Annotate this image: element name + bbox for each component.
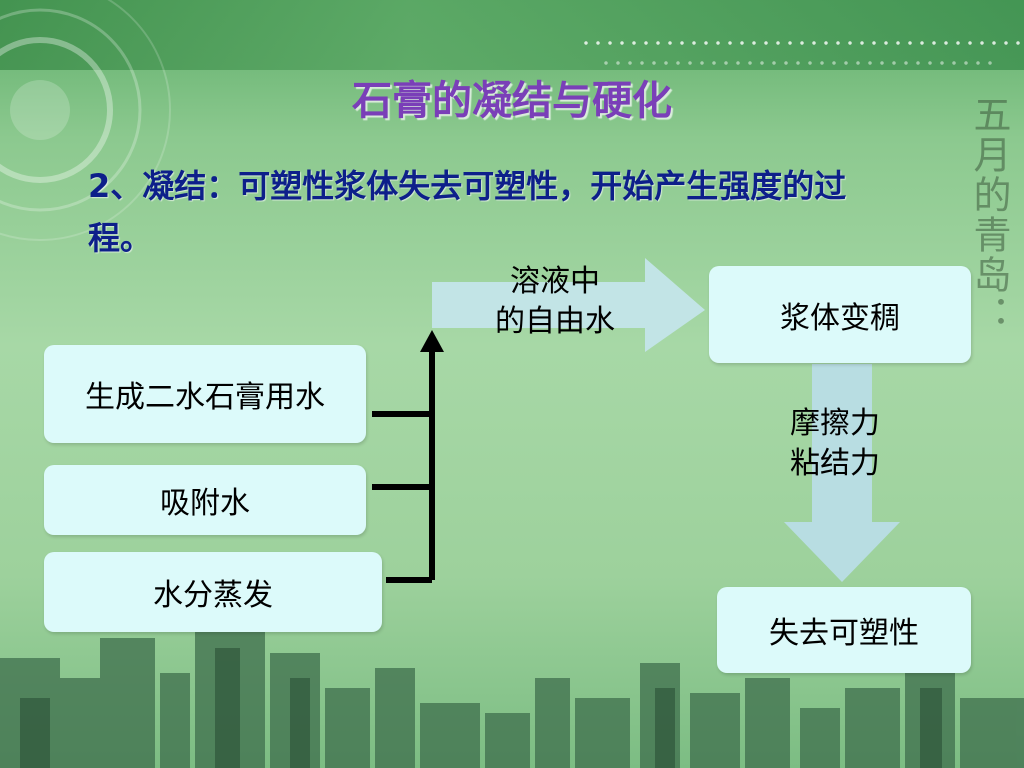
- force-label-line: 摩擦力: [790, 406, 880, 441]
- force-label-line: 粘结力: [790, 446, 880, 481]
- source-label: 水分蒸发: [153, 578, 273, 613]
- definition-text: 2、凝结：可塑性浆体失去可塑性，开始产生强度的过程。: [88, 167, 847, 257]
- watermark-text: 五月的青岛：: [967, 95, 1011, 335]
- source-label: 生成二水石膏用水: [85, 380, 325, 415]
- bracket-arrowhead: [420, 330, 444, 352]
- right-flow-arrow: [432, 258, 705, 352]
- arrow-label: 溶液中 的自由水: [460, 262, 650, 342]
- decorative-dots: [600, 60, 1000, 66]
- source-box-adsorbed-water: 吸附水: [44, 465, 366, 535]
- result-label: 浆体变稠: [780, 300, 900, 336]
- decorative-dots: [580, 40, 1020, 46]
- arrow-label-line: 溶液中: [510, 264, 600, 299]
- slide-title: 石膏的凝结与硬化: [352, 78, 672, 124]
- final-label: 失去可塑性: [769, 616, 919, 651]
- header-band: [0, 0, 1024, 70]
- force-label: 摩擦力 粘结力: [760, 404, 910, 484]
- result-box: 浆体变稠: [709, 266, 971, 363]
- down-flow-arrow: [784, 364, 900, 582]
- source-label: 吸附水: [160, 486, 250, 521]
- arrow-label-line: 的自由水: [495, 304, 615, 339]
- decorative-rings: [0, 0, 171, 241]
- final-box: 失去可塑性: [717, 587, 971, 673]
- city-skyline: [0, 618, 1024, 768]
- source-box-evaporation: 水分蒸发: [44, 552, 382, 632]
- source-box-hydration-water: 生成二水石膏用水: [44, 345, 366, 443]
